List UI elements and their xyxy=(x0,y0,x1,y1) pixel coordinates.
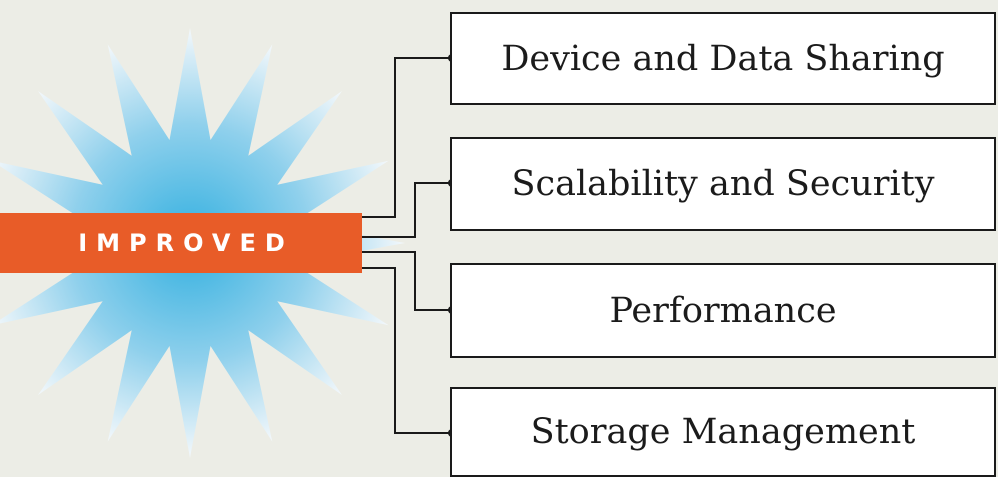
feature-box-performance: Performance xyxy=(450,263,996,358)
connector-line-storage xyxy=(358,267,452,434)
feature-box-storage-management: Storage Management xyxy=(450,387,996,477)
improved-badge: IMPROVED xyxy=(0,213,362,273)
connector-line-scalability xyxy=(358,182,452,238)
connector-lines xyxy=(358,57,452,434)
connector-line-device xyxy=(358,57,452,218)
feature-box-device-and-data-sharing: Device and Data Sharing xyxy=(450,12,996,105)
feature-box-scalability-and-security: Scalability and Security xyxy=(450,137,996,231)
connector-line-performance xyxy=(358,251,452,311)
